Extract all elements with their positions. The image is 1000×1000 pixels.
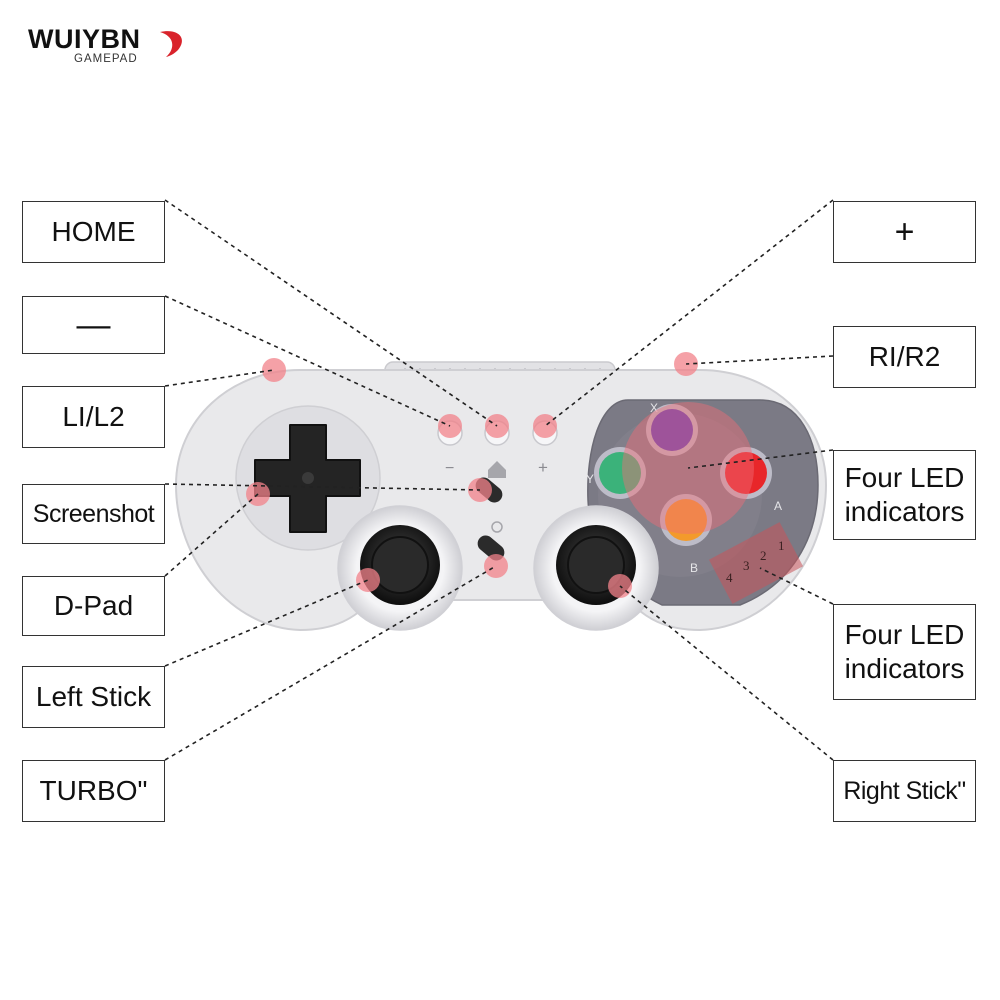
led-number-3: 3 [743, 558, 750, 573]
leader-right-stick [619, 585, 834, 761]
plus-mark: + [538, 458, 548, 477]
leader-led-bottom [759, 567, 834, 605]
leader-plus [544, 199, 834, 427]
label-dpad: D-Pad [22, 576, 165, 636]
dpad-center-icon [302, 472, 314, 484]
leader-minus [164, 295, 451, 427]
label-led-bottom: Four LED indicators [833, 604, 976, 700]
label-l1l2: LI/L2 [22, 386, 165, 448]
label-screenshot: Screenshot [22, 484, 165, 544]
minus-mark: − [445, 460, 454, 477]
led-indicator-area [708, 522, 804, 604]
hotspot-plus [533, 414, 557, 438]
leader-led-top [687, 449, 834, 469]
brand-logo: WUIYBN GAMEPAD [28, 24, 182, 72]
button-b-letter: B [690, 561, 698, 575]
hotspot-left-stick [356, 568, 380, 592]
logo-brand-text: WUIYBN [28, 24, 141, 54]
home-mark-icon [488, 461, 506, 478]
leader-home [164, 199, 498, 427]
label-right-stick: Right Stick" [833, 760, 976, 822]
led-number-1: 1 [778, 538, 785, 553]
label-led-top: Four LED indicators [833, 450, 976, 540]
button-b[interactable] [665, 499, 707, 541]
label-r1r2: RI/R2 [833, 326, 976, 388]
label-plus: + [833, 201, 976, 263]
leader-dpad [164, 493, 259, 577]
hotspot-l1l2 [262, 358, 286, 382]
hotspot-turbo [484, 554, 508, 578]
leader-r1r2 [685, 355, 834, 365]
label-home: HOME [22, 201, 165, 263]
screenshot-mark-icon [491, 521, 503, 533]
right-stick-cap [567, 536, 625, 594]
leader-l1l2 [164, 369, 275, 387]
leader-left-stick [164, 579, 369, 667]
leader-turbo [164, 565, 497, 761]
label-turbo: TURBO" [22, 760, 165, 822]
leader-screenshot [164, 483, 481, 491]
led-number-2: 2 [760, 548, 767, 563]
logo-sub-text: GAMEPAD [74, 53, 138, 65]
logo-swoosh-icon [160, 31, 182, 57]
button-y-letter: Y [586, 472, 594, 486]
led-number-4: 4 [726, 570, 733, 585]
button-x[interactable] [651, 409, 693, 451]
left-stick-cap [371, 536, 429, 594]
label-minus: — [22, 296, 165, 354]
button-y[interactable] [599, 452, 641, 494]
label-left-stick: Left Stick [22, 666, 165, 728]
button-x-letter: X [650, 401, 658, 415]
button-a-letter: A [774, 499, 782, 513]
